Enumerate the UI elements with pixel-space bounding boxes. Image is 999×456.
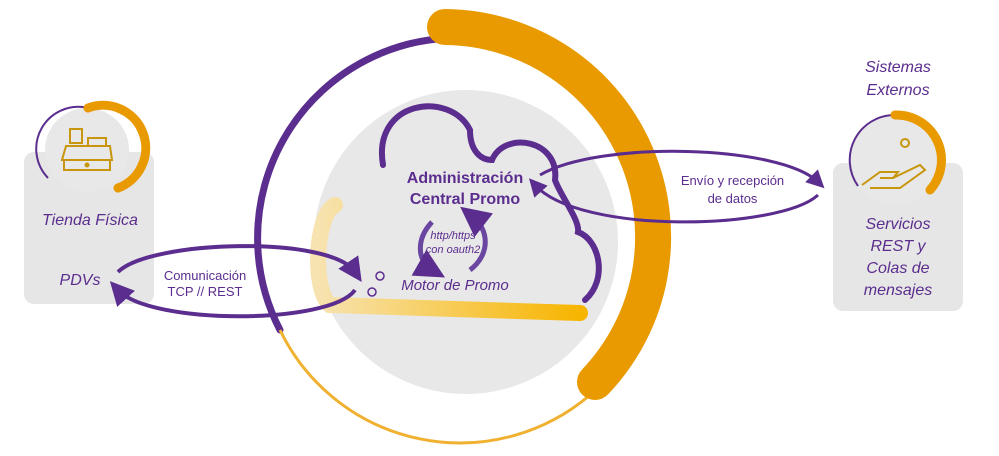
left-icon-orange-arc [83, 100, 151, 193]
arrow-up-right [460, 206, 494, 272]
engine-label: Motor de Promo [401, 277, 509, 294]
right-link-arrow-bottom [528, 178, 820, 224]
right-icon-purple-arc [848, 113, 896, 187]
left-link-line2: TCP // REST [167, 284, 243, 299]
pdvs-label: PDVs [59, 272, 101, 289]
cloud-base-shape [310, 197, 588, 321]
purple-ring-arc [254, 34, 462, 334]
central-title-line1: Administración [406, 170, 524, 187]
orange-thin-arc [278, 329, 591, 445]
protocol-line2: con oauth2 [425, 244, 481, 256]
protocol-label: http/https con oauth2 [408, 229, 498, 257]
left-link-arrow-top [116, 244, 362, 282]
services-line3: Colas de [866, 260, 930, 277]
services-line1: Servicios [865, 216, 931, 233]
cash-register-icon [60, 128, 114, 171]
right-link-label: Envío y recepción de datos [665, 172, 800, 208]
store-title: Tienda Física [42, 212, 138, 229]
gears-icon [367, 271, 385, 297]
hand-gear-icon [861, 138, 927, 189]
services-line2: REST y [870, 238, 926, 255]
right-link-line2: de datos [707, 191, 758, 206]
central-title-line2: Central Promo [409, 191, 521, 208]
arrow-down-left [411, 220, 446, 278]
orange-thick-arc [427, 9, 672, 400]
left-icon-purple-arc [35, 105, 89, 179]
external-header-line2: Externos [866, 82, 930, 99]
services-line4: mensajes [863, 282, 933, 299]
right-link-arrow-top [539, 149, 825, 189]
right-icon-orange-arc [890, 110, 946, 195]
protocol-line1: http/https [430, 230, 476, 242]
cloud-outline [378, 103, 602, 303]
right-panel [833, 163, 963, 311]
left-link-line1: Comunicación [163, 268, 247, 283]
external-header-line1: Sistemas [865, 59, 931, 76]
right-link-line1: Envío y recepción [680, 173, 785, 188]
left-link-arrow-bottom [109, 281, 357, 319]
